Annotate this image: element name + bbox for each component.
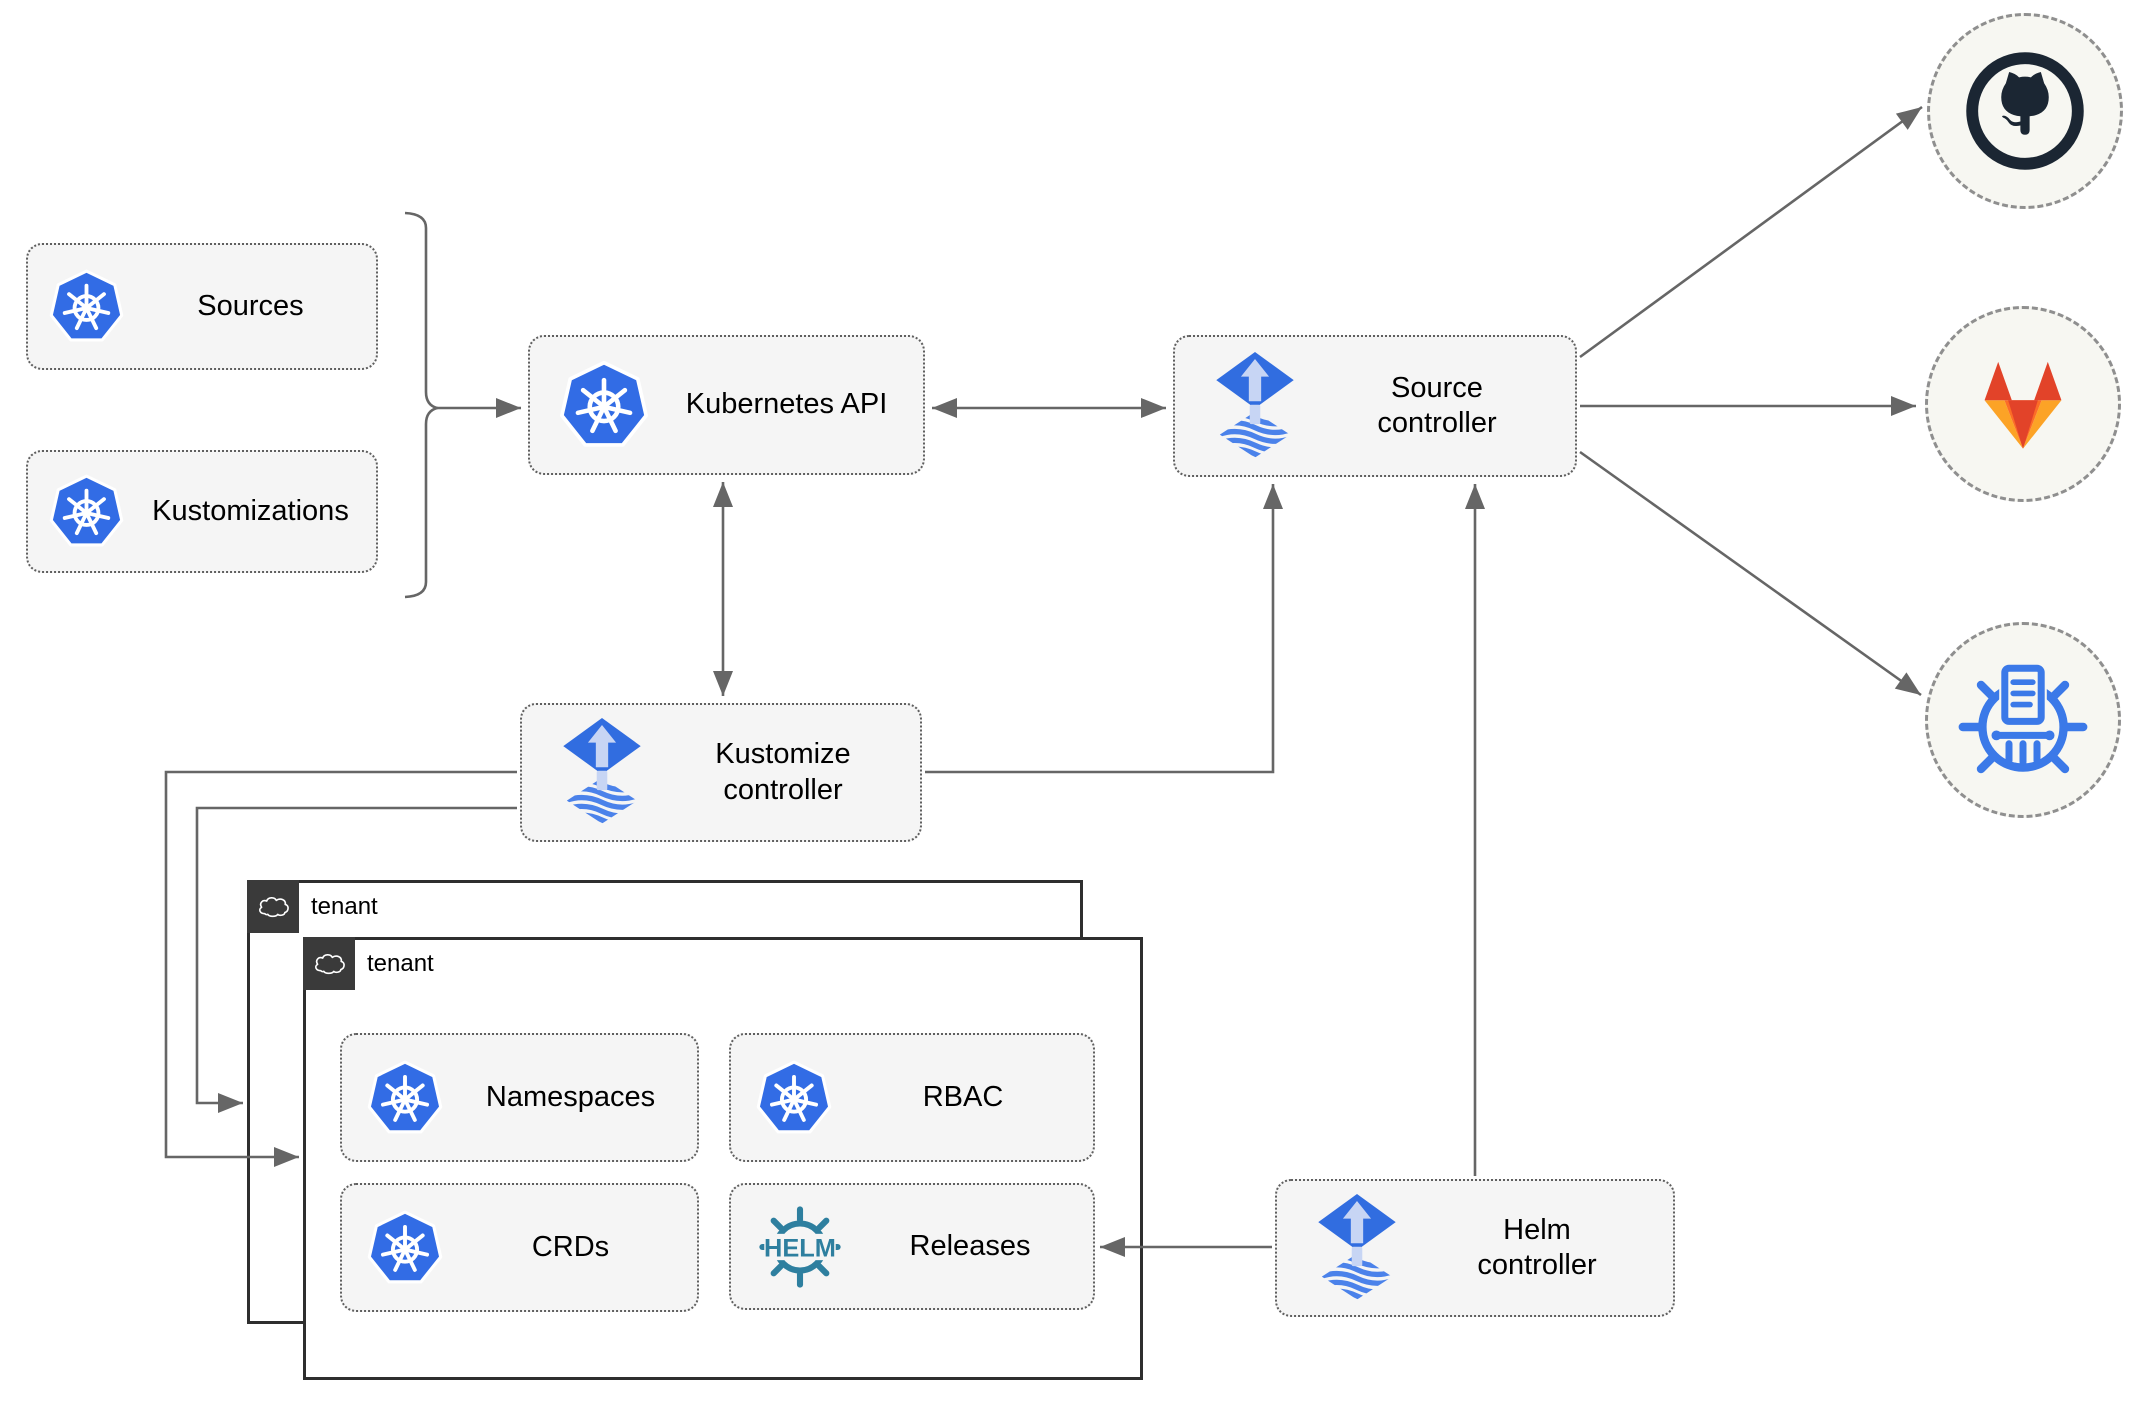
node-releases: HELM Releases	[729, 1183, 1095, 1310]
kubernetes-icon	[366, 1209, 444, 1287]
node-label: RBAC	[922, 1080, 1004, 1113]
flux-icon	[558, 716, 646, 829]
cloud-icon	[312, 952, 346, 976]
endpoint-github	[1927, 13, 2123, 209]
cloud-icon	[256, 895, 290, 919]
flux-icon	[1313, 1192, 1401, 1305]
gitlab-icon	[1961, 342, 2085, 466]
node-label: Namespaces	[485, 1080, 656, 1113]
node-namespaces: Namespaces	[340, 1033, 699, 1162]
node-kustomize-controller: Kustomize controller	[520, 703, 922, 842]
node-sources: Sources	[26, 243, 378, 370]
flux-icon	[1211, 350, 1299, 463]
tenant-label: tenant	[311, 893, 378, 920]
tenant-header	[303, 937, 355, 990]
helm-icon: HELM	[753, 1200, 847, 1294]
node-label: Kubernetes API	[685, 388, 888, 421]
node-label: Kustomize controller	[715, 738, 851, 806]
connector-source-controller-chartmuseum	[1579, 450, 1922, 697]
node-label: CRDs	[531, 1230, 610, 1263]
kubernetes-icon	[48, 473, 125, 550]
kubernetes-icon	[558, 359, 650, 451]
helm-logo-text: HELM	[764, 1234, 836, 1262]
node-label: Helm controller	[1477, 1213, 1597, 1281]
node-label: Releases	[909, 1229, 1031, 1262]
connector-source-controller-github	[1579, 105, 1923, 359]
node-rbac: RBAC	[729, 1033, 1095, 1162]
node-helm-controller: Helm controller	[1275, 1179, 1675, 1317]
node-source-controller: Source controller	[1173, 335, 1577, 477]
connector-kustomize-controller-source-controller	[925, 484, 1283, 774]
node-label: Source controller	[1377, 371, 1497, 439]
endpoint-chartmuseum	[1925, 622, 2121, 818]
kubernetes-icon	[366, 1059, 444, 1137]
tenant-label: tenant	[367, 950, 434, 977]
node-kubernetes-api: Kubernetes API	[528, 335, 925, 475]
endpoint-gitlab	[1925, 306, 2121, 502]
bracket-sources-kustomizations	[404, 211, 442, 599]
node-label: Sources	[197, 289, 304, 322]
node-kustomizations: Kustomizations	[26, 450, 378, 573]
node-crds: CRDs	[340, 1183, 699, 1312]
tenant-header	[247, 880, 299, 933]
github-icon	[1959, 45, 2091, 177]
kubernetes-icon	[48, 268, 125, 345]
chartmuseum-icon	[1953, 650, 2093, 790]
node-label: Kustomizations	[152, 494, 349, 527]
kubernetes-icon	[755, 1059, 833, 1137]
